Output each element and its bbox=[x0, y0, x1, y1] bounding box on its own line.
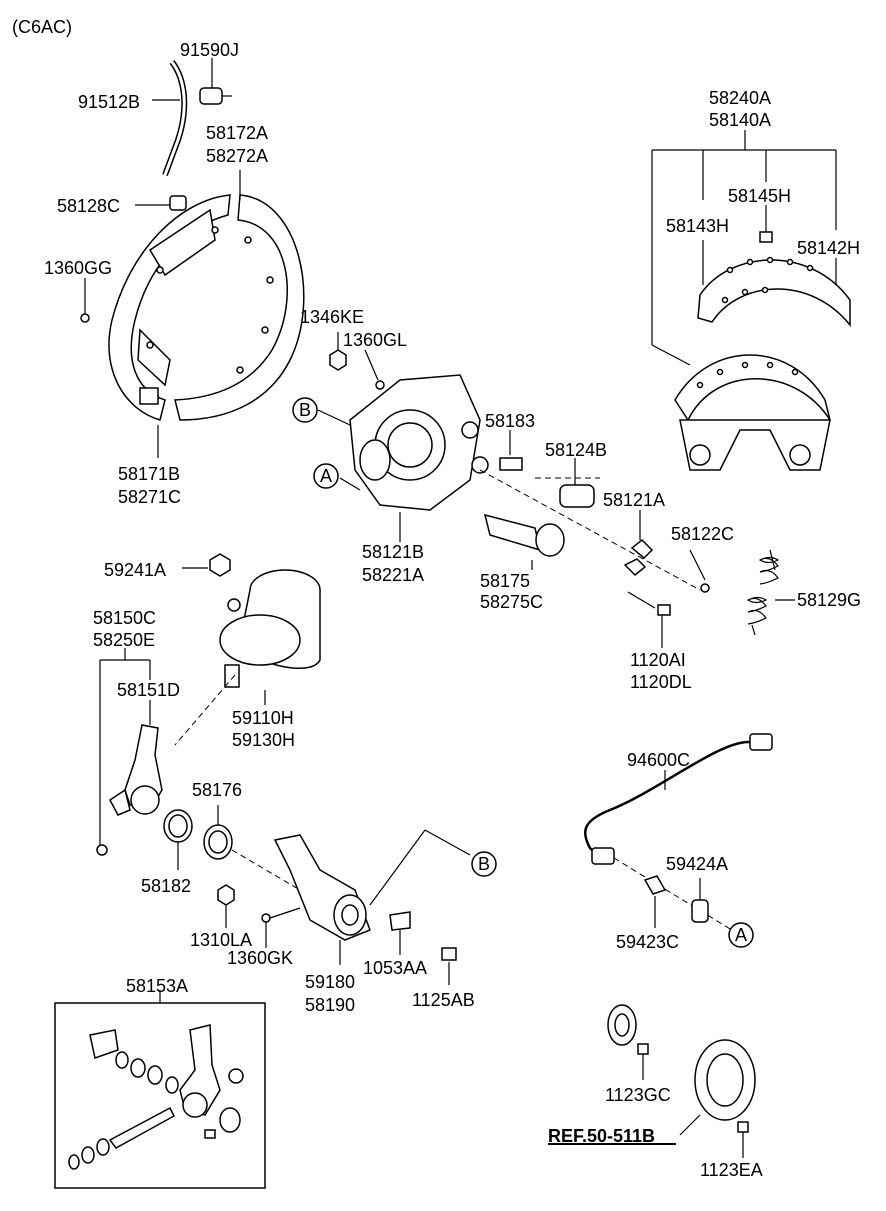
nut-1310la bbox=[217, 884, 235, 906]
retainer-58121a bbox=[623, 538, 654, 577]
sensor-59424a bbox=[691, 899, 709, 923]
screw-1123ea bbox=[737, 1121, 749, 1133]
svg-text:A: A bbox=[735, 925, 747, 945]
clip-1053aa bbox=[389, 911, 411, 931]
label-59130h: 59130H bbox=[232, 730, 295, 750]
screw-1123gc bbox=[637, 1043, 649, 1055]
label-58271c: 58271C bbox=[118, 487, 181, 507]
fitting-59241a bbox=[209, 553, 231, 577]
label-94600c: 94600C bbox=[627, 750, 690, 770]
label-58145h: 58145H bbox=[728, 186, 791, 206]
label-58250e: 58250E bbox=[93, 630, 155, 650]
label-1123gc: 1123GC bbox=[605, 1085, 671, 1105]
label-91512b: 91512B bbox=[78, 92, 140, 112]
backing-plate bbox=[108, 194, 305, 421]
pin-58183 bbox=[499, 457, 523, 471]
ring-58182 bbox=[163, 809, 193, 843]
label-58129g: 58129G bbox=[797, 590, 861, 610]
label-58183: 58183 bbox=[485, 411, 535, 431]
nut-1346ke bbox=[329, 349, 347, 371]
label-58275c: 58275C bbox=[480, 592, 543, 612]
svg-text:B: B bbox=[299, 400, 311, 420]
grease-nipple bbox=[96, 844, 108, 856]
brake-chamber bbox=[219, 569, 321, 688]
label-58240a: 58240A bbox=[709, 88, 771, 108]
label-58143h: 58143H bbox=[666, 216, 729, 236]
label-59241a: 59241A bbox=[104, 560, 166, 580]
label-1125ab: 1125AB bbox=[412, 990, 475, 1010]
washer-1360gl bbox=[375, 380, 385, 390]
label-58122c: 58122C bbox=[671, 524, 734, 544]
chamber-bracket bbox=[273, 834, 371, 941]
label-59180: 59180 bbox=[305, 972, 355, 992]
bolt-1125ab bbox=[441, 947, 457, 961]
label-1360gl: 1360GL bbox=[343, 330, 407, 350]
label-58153a: 58153A bbox=[126, 976, 188, 996]
label-59423c: 59423C bbox=[616, 932, 679, 952]
kit-parts bbox=[68, 1024, 244, 1170]
label-1053aa: 1053AA bbox=[363, 958, 427, 978]
label-58128c: 58128C bbox=[57, 196, 120, 216]
label-1360gk: 1360GK bbox=[227, 948, 293, 968]
label-58151d: 58151D bbox=[117, 680, 180, 700]
callout-a-right: A bbox=[728, 922, 754, 948]
bushing-58124b bbox=[559, 484, 595, 508]
label-58190: 58190 bbox=[305, 995, 355, 1015]
label-59424a: 59424A bbox=[666, 854, 728, 874]
bolt-1120ai bbox=[657, 604, 671, 616]
label-58172a: 58172A bbox=[206, 123, 268, 143]
seal-58176 bbox=[203, 824, 233, 860]
label-58150c: 58150C bbox=[93, 608, 156, 628]
camshaft-58175 bbox=[483, 513, 565, 557]
clip-91590j bbox=[199, 87, 232, 105]
label-91590j: 91590J bbox=[180, 40, 239, 60]
brake-lining-upper bbox=[697, 256, 851, 328]
washer-1360gk bbox=[261, 913, 271, 923]
brake-shoe-assembly bbox=[674, 354, 831, 471]
label-58124b: 58124B bbox=[545, 440, 607, 460]
label-58121b: 58121B bbox=[362, 542, 424, 562]
hub-cap bbox=[694, 1039, 756, 1121]
label-58221a: 58221A bbox=[362, 565, 424, 585]
label-58272a: 58272A bbox=[206, 146, 268, 166]
callout-b-top: B bbox=[292, 397, 318, 423]
callout-b-mid: B bbox=[471, 851, 497, 877]
slack-adjuster bbox=[109, 724, 163, 816]
callout-a-top: A bbox=[313, 463, 339, 489]
label-58121a: 58121A bbox=[603, 490, 665, 510]
label-1120ai: 1120AI bbox=[630, 650, 686, 670]
svg-text:B: B bbox=[478, 854, 490, 874]
plug-58128c bbox=[169, 195, 187, 211]
label-1360gg: 1360GG bbox=[44, 258, 112, 278]
label-59110h: 59110H bbox=[232, 708, 294, 728]
svg-text:A: A bbox=[320, 466, 332, 486]
label-1310la: 1310LA bbox=[190, 930, 252, 950]
label-58175: 58175 bbox=[480, 571, 530, 591]
rivet-58145h bbox=[759, 231, 773, 243]
washer-58122c bbox=[700, 583, 710, 593]
label-1346ke: 1346KE bbox=[300, 307, 364, 327]
label-58171b: 58171B bbox=[118, 464, 180, 484]
label-58182: 58182 bbox=[141, 876, 191, 896]
tone-wheel bbox=[607, 1004, 637, 1046]
label-58142h: 58142H bbox=[797, 238, 860, 258]
washer-1360gg bbox=[80, 313, 90, 323]
sleeve-59423c bbox=[643, 875, 667, 895]
anchor-bracket bbox=[349, 374, 489, 511]
label-58176: 58176 bbox=[192, 780, 242, 800]
label-1120dl: 1120DL bbox=[630, 672, 692, 692]
hose-91512b bbox=[162, 60, 188, 177]
spring-58129g bbox=[746, 549, 780, 636]
label-1123ea: 1123EA bbox=[700, 1160, 763, 1180]
model-code: (C6AC) bbox=[12, 17, 72, 37]
label-58140a: 58140A bbox=[709, 110, 771, 130]
abs-cable-94600c bbox=[584, 733, 773, 865]
reference-link[interactable]: REF.50-511B bbox=[548, 1126, 655, 1146]
